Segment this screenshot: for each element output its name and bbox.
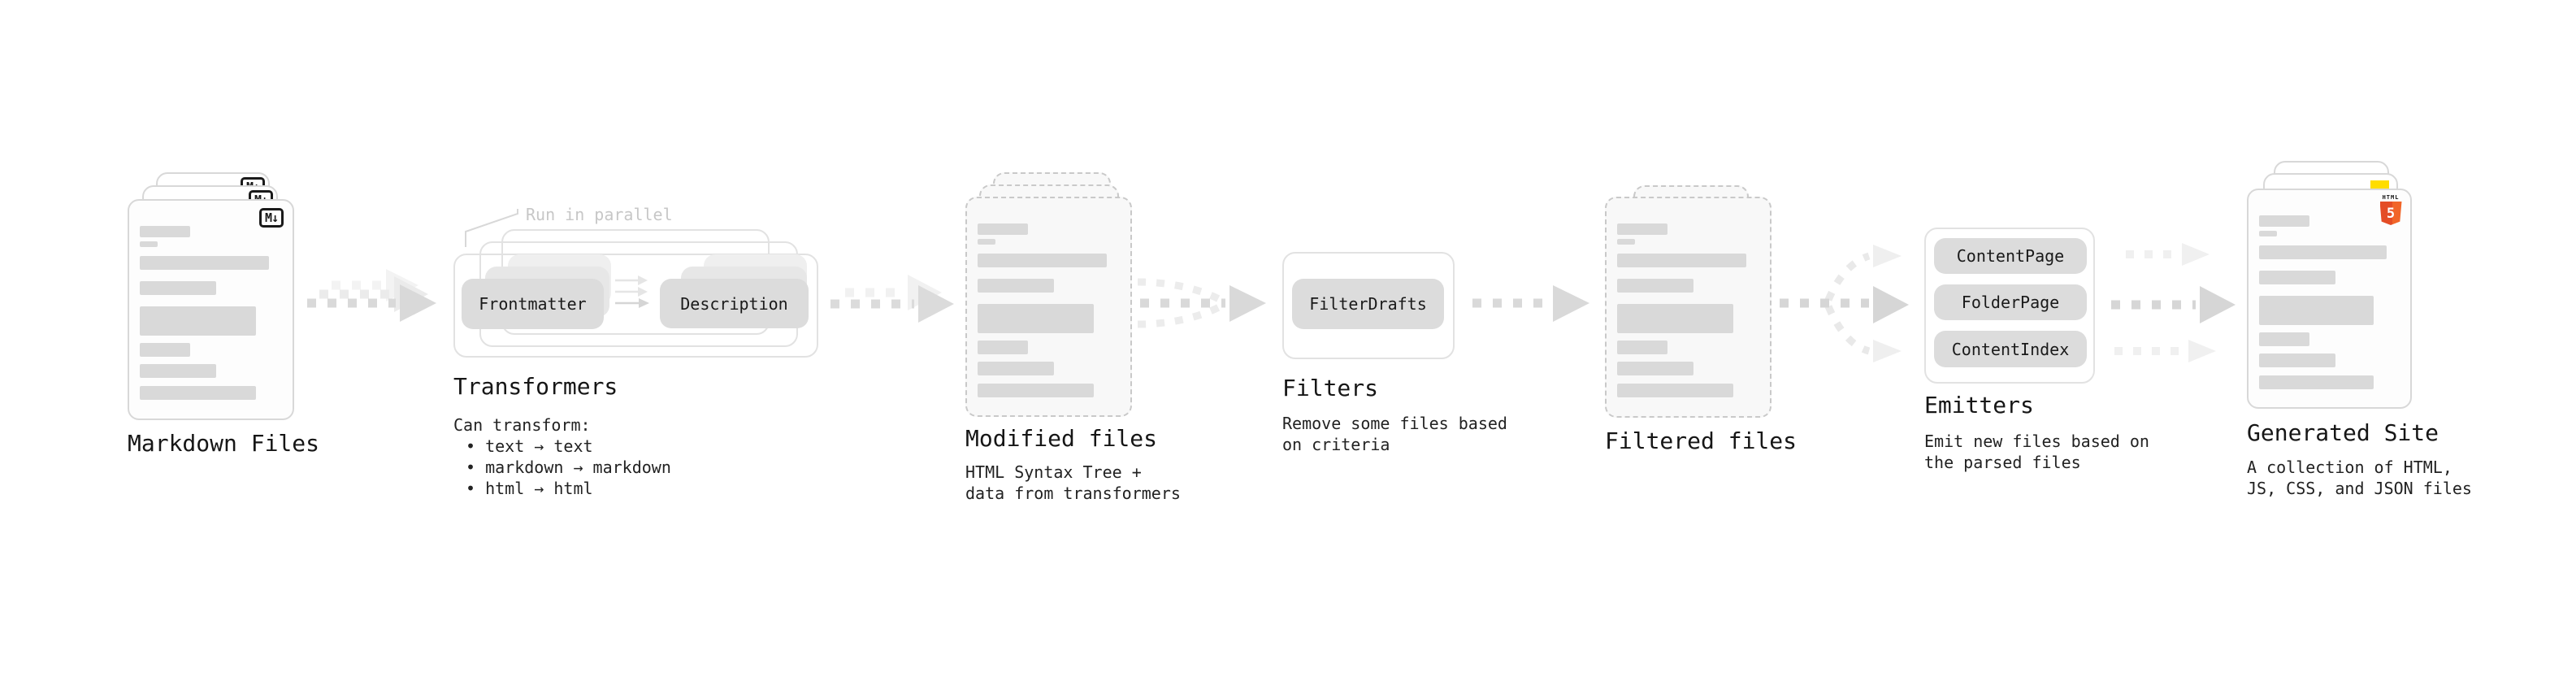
doc-text-line	[978, 362, 1055, 375]
transformer-box-description: Description	[660, 279, 809, 328]
emitter-box-contentindex: ContentIndex	[1934, 331, 2087, 367]
doc-text-line	[2259, 296, 2374, 325]
modified-files-desc: HTML Syntax Tree + data from transformer…	[965, 462, 1181, 503]
doc-text-line	[140, 364, 217, 378]
arrow-transformers-to-modified-icon	[830, 275, 954, 323]
doc-text-line	[1617, 239, 1636, 245]
arrow-emitters-to-site-icon	[2111, 243, 2236, 362]
markdown-files-label: Markdown Files	[128, 430, 320, 457]
doc-text-line	[140, 386, 256, 400]
run-in-parallel-note: Run in parallel	[526, 205, 673, 224]
site-doc-card: HTML 5	[2247, 189, 2412, 409]
filter-box-filterdrafts: FilterDrafts	[1292, 279, 1444, 329]
arrow-markdown-to-transformers-icon	[307, 269, 436, 322]
generated-site-label: Generated Site	[2247, 419, 2439, 446]
transformers-desc-title: Can transform:	[453, 415, 591, 435]
transformers-bullet: • text → text	[466, 436, 593, 456]
arrow-filtered-to-emitters-icon	[1780, 245, 1909, 362]
transformer-box-frontmatter: Frontmatter	[462, 279, 604, 329]
doc-text-line	[978, 304, 1094, 333]
html5-icon-word: HTML	[2382, 194, 2400, 201]
arrow-filters-to-filtered-icon	[1472, 285, 1589, 322]
transformers-title: Transformers	[453, 373, 618, 400]
html5-icon-shield: 5	[2379, 202, 2402, 225]
arrow-frontmatter-to-description-icon	[615, 275, 649, 308]
doc-text-line	[978, 279, 1055, 293]
doc-text-line	[2259, 332, 2309, 346]
emitter-box-folderpage: FolderPage	[1934, 284, 2087, 320]
modified-files-label: Modified files	[965, 425, 1158, 452]
doc-text-line	[2259, 271, 2335, 284]
doc-text-line	[1617, 223, 1668, 235]
doc-text-line	[140, 343, 191, 357]
arrow-modified-to-filters-icon	[1137, 278, 1266, 328]
doc-text-line	[978, 340, 1029, 354]
doc-text-line	[1617, 340, 1668, 354]
doc-text-line	[2259, 375, 2374, 389]
generated-site-desc: A collection of HTML, JS, CSS, and JSON …	[2247, 458, 2472, 498]
doc-text-line	[978, 384, 1094, 397]
doc-text-line	[1617, 384, 1733, 397]
emitters-title: Emitters	[1924, 392, 2034, 419]
markdown-doc-card: M↓	[128, 199, 294, 420]
doc-text-line	[2259, 354, 2335, 367]
doc-text-line	[140, 226, 191, 237]
doc-text-line	[1617, 362, 1694, 375]
doc-text-line	[140, 241, 158, 247]
emitter-box-contentpage: ContentPage	[1934, 238, 2087, 274]
doc-text-line	[978, 254, 1107, 267]
modified-doc-card	[965, 197, 1132, 417]
transformers-group	[453, 254, 818, 358]
filtered-files-label: Filtered files	[1605, 427, 1798, 454]
transformers-bullet: • html → html	[466, 479, 593, 498]
html5-icon: HTML 5	[2379, 194, 2403, 225]
doc-text-line	[1617, 254, 1746, 267]
transformers-bullet: • markdown → markdown	[466, 458, 671, 477]
doc-text-line	[1617, 304, 1733, 333]
doc-text-line	[978, 239, 996, 245]
filtered-doc-card	[1605, 197, 1772, 418]
emitters-desc: Emit new files based on the parsed files	[1924, 432, 2149, 472]
doc-text-line	[2259, 215, 2309, 227]
javascript-icon	[2370, 180, 2389, 190]
filters-title: Filters	[1282, 375, 1379, 401]
doc-text-line	[2259, 231, 2277, 236]
filters-desc: Remove some files based on criteria	[1282, 414, 1507, 454]
doc-text-line	[1617, 279, 1694, 293]
doc-text-line	[140, 306, 256, 336]
transformers-bullet-list: • text → text • markdown → markdown • ht…	[453, 436, 671, 499]
doc-text-line	[978, 223, 1029, 235]
doc-text-line	[140, 256, 269, 270]
run-in-parallel-leader-line	[465, 209, 518, 247]
doc-text-line	[2259, 245, 2387, 259]
doc-text-line	[140, 281, 217, 295]
markdown-icon: M↓	[258, 208, 284, 228]
